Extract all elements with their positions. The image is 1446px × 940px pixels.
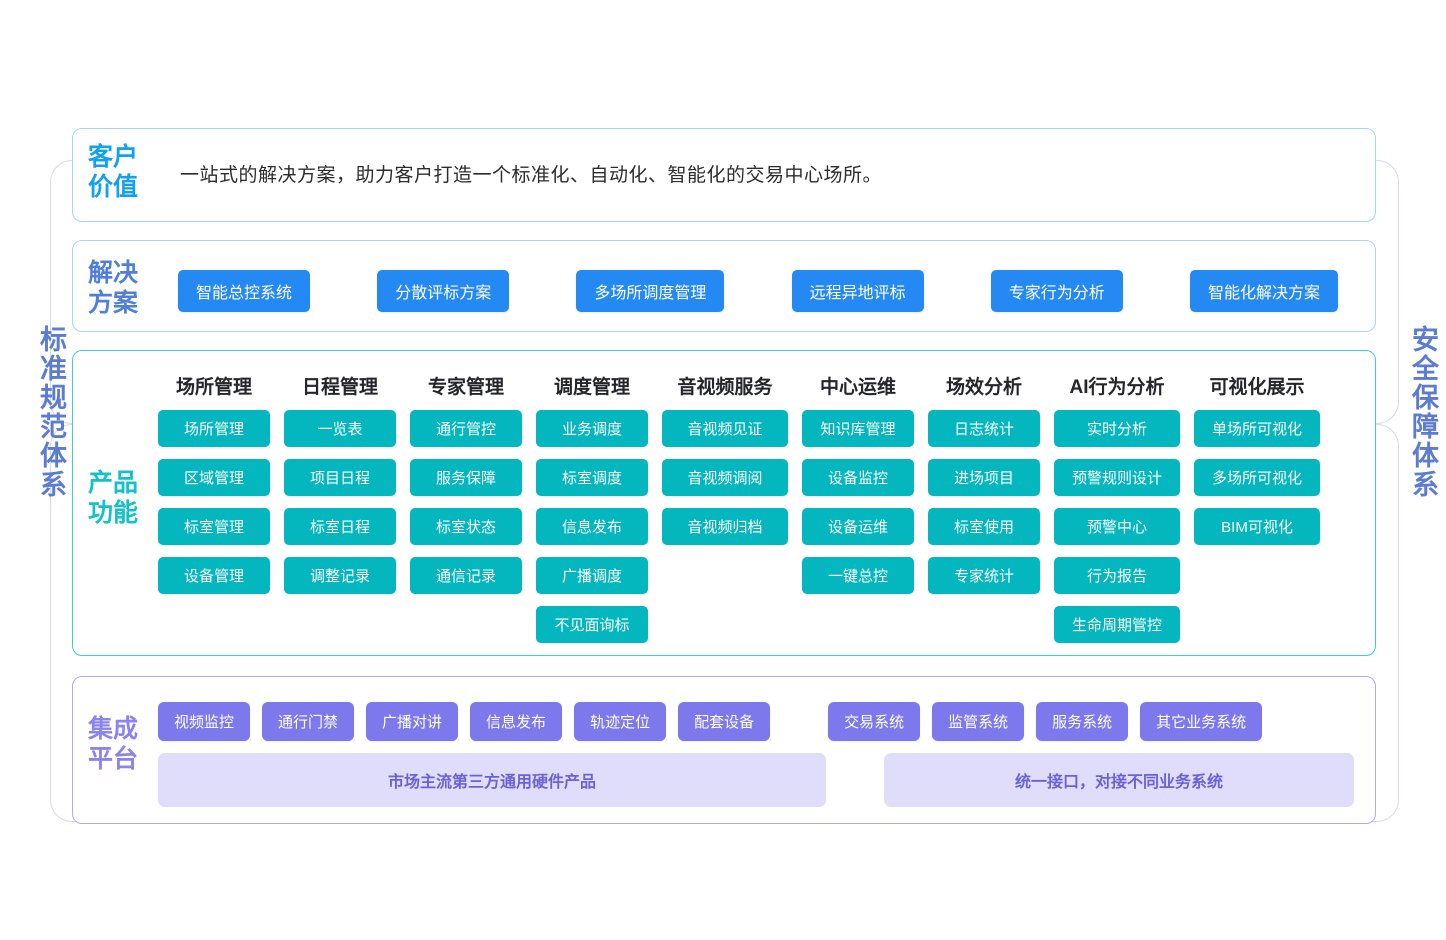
integration-chip[interactable]: 视频监控 bbox=[158, 702, 250, 741]
product-feature-chip[interactable]: 项目日程 bbox=[284, 459, 396, 496]
product-feature-chip[interactable]: 进场项目 bbox=[928, 459, 1040, 496]
product-feature-chip[interactable]: 多场所可视化 bbox=[1194, 459, 1320, 496]
product-column-title: 音视频服务 bbox=[677, 372, 772, 399]
product-feature-chip[interactable]: 一览表 bbox=[284, 410, 396, 447]
product-column: 音视频服务音视频见证音视频调阅音视频归档 bbox=[662, 372, 788, 655]
product-column: AI行为分析实时分析预警规则设计预警中心行为报告生命周期管控 bbox=[1054, 372, 1180, 655]
solution-chip[interactable]: 智能化解决方案 bbox=[1190, 270, 1338, 312]
product-column-title: 场所管理 bbox=[176, 372, 252, 399]
product-feature-chip[interactable]: 标室日程 bbox=[284, 508, 396, 545]
business-chip-group: 交易系统监管系统服务系统其它业务系统 bbox=[828, 702, 1262, 741]
integration-chip[interactable]: 通行门禁 bbox=[262, 702, 354, 741]
product-feature-chip[interactable]: 单场所可视化 bbox=[1194, 410, 1320, 447]
left-vertical-label: 标准规范体系 bbox=[14, 325, 66, 499]
product-column: 中心运维知识库管理设备监控设备运维一键总控 bbox=[802, 372, 914, 655]
product-column: 场所管理场所管理区域管理标室管理设备管理 bbox=[158, 372, 270, 655]
hardware-chip-group: 视频监控通行门禁广播对讲信息发布轨迹定位配套设备 bbox=[158, 702, 770, 741]
product-feature-chip[interactable]: 设备管理 bbox=[158, 557, 270, 594]
product-column-title: 可视化展示 bbox=[1209, 372, 1304, 399]
right-vertical-label: 安全保障体系 bbox=[1386, 325, 1438, 499]
product-grid: 场所管理场所管理区域管理标室管理设备管理日程管理一览表项目日程标室日程调整记录专… bbox=[158, 372, 1358, 655]
integration-chip[interactable]: 轨迹定位 bbox=[574, 702, 666, 741]
product-feature-chip[interactable]: 设备运维 bbox=[802, 508, 914, 545]
integration-chip[interactable]: 广播对讲 bbox=[366, 702, 458, 741]
product-feature-chip[interactable]: 预警规则设计 bbox=[1054, 459, 1180, 496]
integration-chip[interactable]: 服务系统 bbox=[1036, 702, 1128, 741]
product-feature-chip[interactable]: 音视频调阅 bbox=[662, 459, 788, 496]
solution-chip-row: 智能总控系统 分散评标方案 多场所调度管理 远程异地评标 专家行为分析 智能化解决方案 bbox=[178, 270, 1338, 312]
product-feature-chip[interactable]: 标室管理 bbox=[158, 508, 270, 545]
product-feature-chip[interactable]: 预警中心 bbox=[1054, 508, 1180, 545]
product-column-title: 日程管理 bbox=[302, 372, 378, 399]
product-feature-chip[interactable]: 生命周期管控 bbox=[1054, 606, 1180, 643]
product-feature-chip[interactable]: 设备监控 bbox=[802, 459, 914, 496]
customer-value-text: 一站式的解决方案，助力客户打造一个标准化、自动化、智能化的交易中心场所。 bbox=[180, 160, 882, 187]
product-feature-chip[interactable]: 音视频归档 bbox=[662, 508, 788, 545]
product-feature-chip[interactable]: 日志统计 bbox=[928, 410, 1040, 447]
product-feature-chip[interactable]: 场所管理 bbox=[158, 410, 270, 447]
integration-chip[interactable]: 监管系统 bbox=[932, 702, 1024, 741]
integration-chip[interactable]: 信息发布 bbox=[470, 702, 562, 741]
product-column-title: 专家管理 bbox=[428, 372, 504, 399]
product-column-title: AI行为分析 bbox=[1069, 372, 1164, 399]
product-label: 产品 功能 bbox=[88, 468, 138, 528]
integration-label: 集成 平台 bbox=[88, 714, 138, 774]
integration-content: 视频监控通行门禁广播对讲信息发布轨迹定位配套设备 交易系统监管系统服务系统其它业… bbox=[158, 702, 1354, 807]
product-feature-chip[interactable]: BIM可视化 bbox=[1194, 508, 1320, 545]
product-feature-chip[interactable]: 标室状态 bbox=[410, 508, 522, 545]
solution-chip[interactable]: 远程异地评标 bbox=[792, 270, 924, 312]
integration-chip-rows: 视频监控通行门禁广播对讲信息发布轨迹定位配套设备 交易系统监管系统服务系统其它业… bbox=[158, 702, 1354, 741]
product-feature-chip[interactable]: 实时分析 bbox=[1054, 410, 1180, 447]
product-feature-chip[interactable]: 业务调度 bbox=[536, 410, 648, 447]
product-feature-chip[interactable]: 一键总控 bbox=[802, 557, 914, 594]
integration-chip[interactable]: 配套设备 bbox=[678, 702, 770, 741]
product-column: 专家管理通行管控服务保障标室状态通信记录 bbox=[410, 372, 522, 655]
product-feature-chip[interactable]: 音视频见证 bbox=[662, 410, 788, 447]
solution-chip[interactable]: 智能总控系统 bbox=[178, 270, 310, 312]
solution-chip[interactable]: 专家行为分析 bbox=[991, 270, 1123, 312]
product-feature-chip[interactable]: 调整记录 bbox=[284, 557, 396, 594]
business-bar: 统一接口，对接不同业务系统 bbox=[884, 753, 1354, 807]
product-column: 调度管理业务调度标室调度信息发布广播调度不见面询标 bbox=[536, 372, 648, 655]
product-feature-chip[interactable]: 区域管理 bbox=[158, 459, 270, 496]
solution-chip[interactable]: 多场所调度管理 bbox=[576, 270, 724, 312]
product-column-title: 中心运维 bbox=[820, 372, 896, 399]
product-feature-chip[interactable]: 不见面询标 bbox=[536, 606, 648, 643]
product-column: 日程管理一览表项目日程标室日程调整记录 bbox=[284, 372, 396, 655]
product-feature-chip[interactable]: 广播调度 bbox=[536, 557, 648, 594]
product-column: 场效分析日志统计进场项目标室使用专家统计 bbox=[928, 372, 1040, 655]
product-feature-chip[interactable]: 行为报告 bbox=[1054, 557, 1180, 594]
product-feature-chip[interactable]: 信息发布 bbox=[536, 508, 648, 545]
product-feature-chip[interactable]: 标室调度 bbox=[536, 459, 648, 496]
solution-chip[interactable]: 分散评标方案 bbox=[377, 270, 509, 312]
integration-chip[interactable]: 其它业务系统 bbox=[1140, 702, 1262, 741]
product-feature-chip[interactable]: 服务保障 bbox=[410, 459, 522, 496]
product-feature-chip[interactable]: 通信记录 bbox=[410, 557, 522, 594]
integration-chip[interactable]: 交易系统 bbox=[828, 702, 920, 741]
product-feature-chip[interactable]: 通行管控 bbox=[410, 410, 522, 447]
hardware-bar: 市场主流第三方通用硬件产品 bbox=[158, 753, 826, 807]
customer-value-label: 客户 价值 bbox=[88, 142, 138, 202]
product-column-title: 调度管理 bbox=[554, 372, 630, 399]
product-feature-chip[interactable]: 标室使用 bbox=[928, 508, 1040, 545]
product-feature-chip[interactable]: 专家统计 bbox=[928, 557, 1040, 594]
product-column-title: 场效分析 bbox=[946, 372, 1022, 399]
integration-bars: 市场主流第三方通用硬件产品 统一接口，对接不同业务系统 bbox=[158, 753, 1354, 807]
product-column: 可视化展示单场所可视化多场所可视化 BIM可视化 bbox=[1194, 372, 1320, 655]
product-feature-chip[interactable]: 知识库管理 bbox=[802, 410, 914, 447]
solution-label: 解决 方案 bbox=[88, 258, 138, 318]
